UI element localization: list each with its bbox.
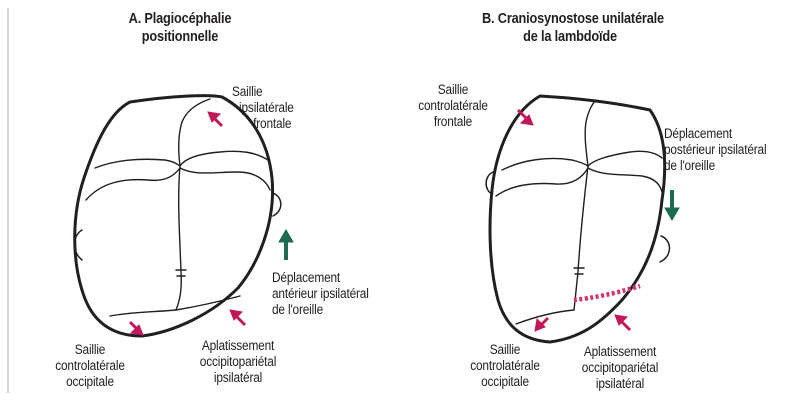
label-line: frontale (253, 116, 294, 132)
label-line: Déplacement (272, 270, 369, 286)
panel-b-title-line: de la lambdoïde (482, 28, 658, 46)
label-line: Saillie (232, 84, 294, 100)
fused-lambdoid-suture (574, 286, 640, 300)
label-line: Aplatissement (567, 344, 673, 360)
label-line: postérieur ipsilatéral (664, 142, 766, 158)
label-line: occipitopariétal (185, 354, 291, 370)
label-line: frontale (405, 114, 502, 130)
arrow-ear-b (665, 190, 679, 220)
arrow-occipital-a (130, 322, 143, 335)
sutures-b (496, 100, 662, 324)
label-b-ear: Déplacement postérieur ipsilatéral de l'… (664, 126, 766, 174)
label-line: controlatérale (405, 98, 502, 114)
label-line: Aplatissement (185, 338, 291, 354)
panel-a-title-line: positionnelle (118, 28, 241, 46)
label-a-ear: Déplacement antérieur ipsilatéral de l'o… (272, 270, 369, 318)
panel-a-title-line: A. Plagiocéphalie (118, 10, 241, 28)
arrow-flattening-b (615, 315, 630, 330)
label-line: occipitale (46, 374, 134, 390)
label-line: occipitale (457, 374, 554, 390)
label-line: Saillie (405, 82, 502, 98)
label-a-flattening: Aplatissement occipitopariétal ipsilatér… (185, 338, 291, 386)
label-a-occipital: Saillie controlatérale occipitale (46, 342, 134, 390)
arrow-ear-a (279, 230, 293, 260)
label-line: Déplacement (664, 126, 766, 142)
arrow-frontal-a (208, 112, 222, 126)
label-line: Saillie (457, 342, 554, 358)
label-line: ipsilatéral (567, 376, 673, 392)
label-line: de l'oreille (272, 302, 369, 318)
skull-b (486, 96, 669, 342)
arrow-frontal-b (518, 110, 533, 125)
label-a-frontal: Saillie ipsilatérale frontale (232, 84, 294, 132)
arrow-flattening-a (230, 310, 245, 325)
ear-right-b (660, 236, 670, 262)
label-line: de l'oreille (664, 158, 766, 174)
label-line: Saillie (46, 342, 134, 358)
label-line: controlatérale (457, 358, 554, 374)
panel-b-title-line: B. Craniosynostose unilatérale (482, 10, 658, 28)
panel-b-title: B. Craniosynostose unilatérale de la lam… (482, 10, 658, 46)
label-b-frontal: Saillie controlatérale frontale (405, 82, 502, 130)
panel-a-title: A. Plagiocéphalie positionnelle (118, 10, 241, 46)
label-b-flattening: Aplatissement occipitopariétal ipsilatér… (567, 344, 673, 392)
skull-b-outline (490, 96, 665, 342)
label-line: ipsilatéral (185, 370, 291, 386)
arrow-occipital-b (535, 318, 548, 331)
label-line: antérieur ipsilatéral (272, 286, 369, 302)
label-line: ipsilatérale (239, 100, 294, 116)
label-b-occipital: Saillie controlatérale occipitale (457, 342, 554, 390)
label-line: occipitopariétal (567, 360, 673, 376)
label-line: controlatérale (46, 358, 134, 374)
